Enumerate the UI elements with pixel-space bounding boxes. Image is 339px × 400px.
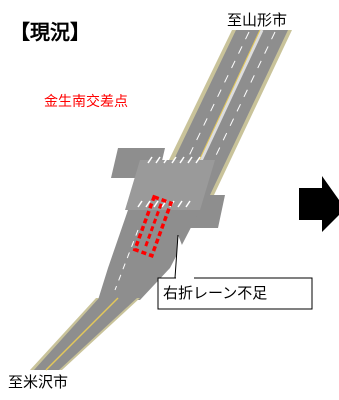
destination-north-label: 至山形市 — [227, 11, 288, 29]
destination-south-label: 至米沢市 — [8, 373, 69, 391]
south-road-taper — [98, 268, 170, 300]
intersection-name-label: 金生南交差点 — [44, 94, 128, 110]
south-lane-dash — [114, 229, 139, 291]
status-title: 【現況】 — [10, 20, 90, 44]
transition-arrow — [299, 176, 339, 232]
crosswalk-north — [147, 156, 201, 164]
callout-leader — [174, 234, 195, 279]
callout-label: 右折レーン不足 — [163, 284, 268, 302]
south-road-center-line — [45, 297, 119, 371]
right-turn-lane-highlight — [132, 194, 174, 258]
callout-box — [157, 277, 313, 310]
intersection-box — [125, 160, 215, 210]
south-road-surface — [34, 298, 137, 370]
